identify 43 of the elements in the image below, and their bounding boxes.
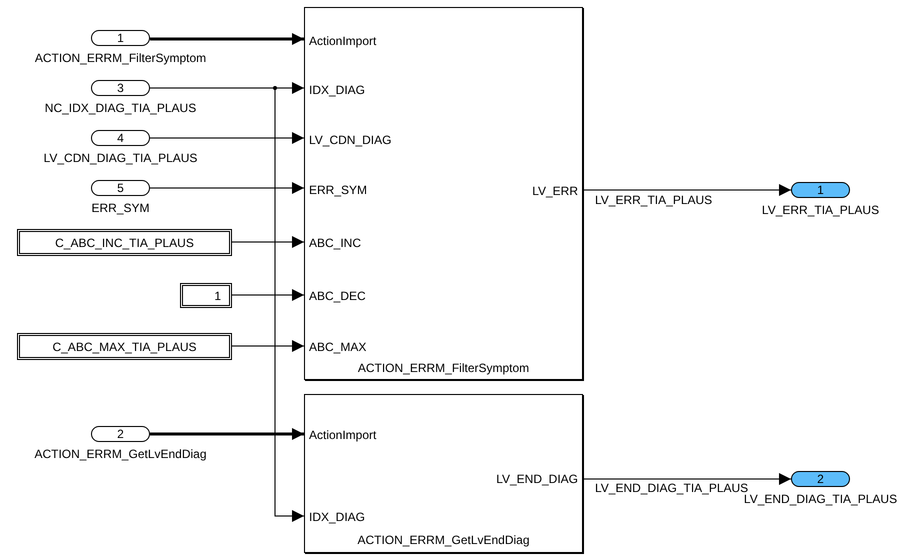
port-name: NC_IDX_DIAG_TIA_PLAUS [44,102,196,114]
signal-arrow [232,289,304,301]
port-label: LV_ERR [532,185,578,197]
signal-arrow [232,340,304,352]
signal-arrow [582,473,792,485]
inport-block: 1 [91,30,150,46]
port-label: LV_END_DIAG [496,473,578,485]
port-label: ActionImport [309,429,376,441]
port-name: ERR_SYM [92,202,150,214]
inport-block: 3 [91,80,150,96]
port-label: LV_CDN_DIAG [309,134,392,146]
port-label: ABC_MAX [309,341,366,353]
signal-arrow [150,33,304,45]
subsystem-block [304,7,583,380]
inport-block: 2 [91,426,150,442]
port-name: LV_END_DIAG_TIA_PLAUS [744,493,898,505]
port-name: LV_CDN_DIAG_TIA_PLAUS [44,152,198,164]
port-label: ABC_DEC [309,290,366,302]
subsystem-block [304,394,583,553]
signal-arrow [232,236,304,248]
block-name: ACTION_ERRM_FilterSymptom [356,362,530,374]
inport-block: 4 [91,130,150,146]
signal-arrow [582,184,792,196]
constant-block: C_ABC_MAX_TIA_PLAUS [17,333,232,360]
port-label: ERR_SYM [309,184,368,196]
signal-arrow [150,428,304,440]
constant-block: C_ABC_INC_TIA_PLAUS [17,229,232,256]
signal-arrow [150,182,304,194]
signal-label: LV_ERR_TIA_PLAUS [595,194,712,206]
port-label: IDX_DIAG [309,84,366,96]
port-name: ACTION_ERRM_FilterSymptom [34,52,206,64]
port-label: ABC_INC [309,237,362,249]
port-label: IDX_DIAG [309,511,366,523]
outport-block: 1 [791,182,850,198]
outport-block: 2 [791,471,850,487]
port-label: ActionImport [309,35,376,47]
block-name: ACTION_ERRM_GetLvEndDiag [356,534,531,546]
port-name: ACTION_ERRM_GetLvEndDiag [34,448,207,460]
constant-block: 1 [180,283,232,308]
inport-block: 5 [91,180,150,196]
signal-arrow [150,132,304,144]
port-name: LV_ERR_TIA_PLAUS [762,204,880,216]
signal-label: LV_END_DIAG_TIA_PLAUS [595,482,748,494]
